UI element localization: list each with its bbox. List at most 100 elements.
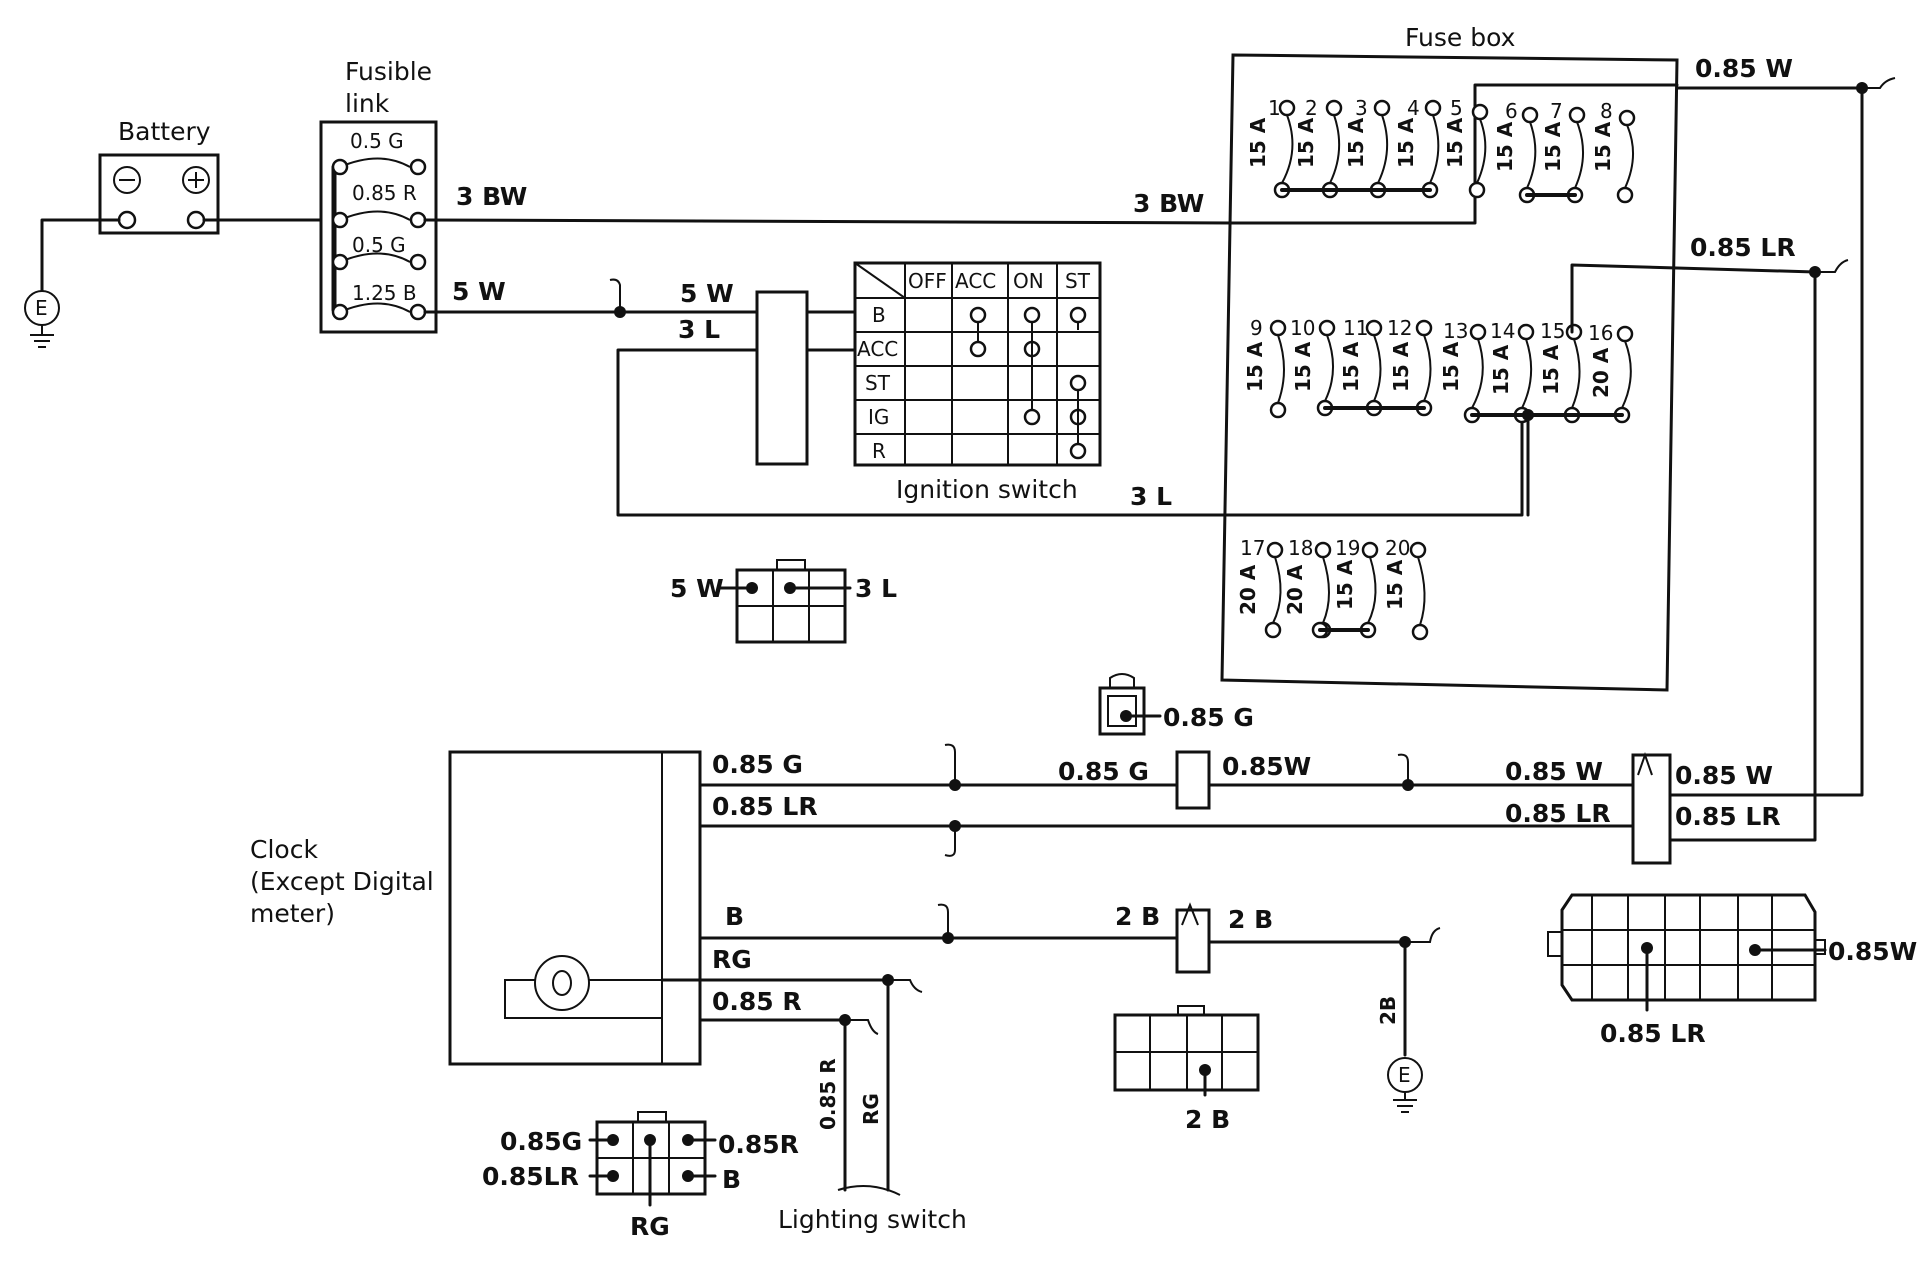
fuse-box-label: Fuse box <box>1405 23 1515 52</box>
fuse-6: 6 <box>1505 99 1518 123</box>
fuse-18-amp: 20 A <box>1283 564 1307 615</box>
fuse-15: 15 <box>1540 319 1565 343</box>
fuse-12: 12 <box>1387 316 1412 340</box>
wire-2b-right: 2 B <box>1228 905 1273 934</box>
wire-3l-label-1: 3 L <box>678 315 720 344</box>
fuse-9: 9 <box>1250 316 1263 340</box>
fusible-link-label-2: link <box>345 89 390 118</box>
wire-085lr-top: 0.85 LR <box>1690 233 1796 262</box>
fuse-17: 17 <box>1240 536 1265 560</box>
clock-conn-rg: RG <box>630 1212 670 1241</box>
clock-label-3: meter) <box>250 899 335 928</box>
fuse-20-amp: 15 A <box>1383 559 1407 610</box>
fusible-link-4: 1.25 B <box>352 281 417 305</box>
fuse-19-amp: 15 A <box>1333 559 1357 610</box>
ign-row-r: R <box>872 439 886 463</box>
clock-conn-085r: 0.85R <box>718 1130 799 1159</box>
wire-3l-label-2: 3 L <box>1130 482 1172 511</box>
ign-row-ig: IG <box>868 405 889 429</box>
ground-label-2: E <box>1398 1063 1411 1087</box>
wire-085lr-right2: 0.85 LR <box>1675 802 1781 831</box>
fuse-3-amp: 15 A <box>1344 117 1368 168</box>
fuse-17-amp: 20 A <box>1236 564 1260 615</box>
fuse-row-top: 1 2 3 4 5 6 7 8 15 A 15 A 15 A 15 A 15 A… <box>1246 96 1636 204</box>
fuse-16: 16 <box>1588 321 1613 345</box>
big-connector: 0.85 LR 0.85W <box>1547 893 1917 1048</box>
fuse-7-amp: 15 A <box>1541 121 1565 172</box>
ign-row-b: B <box>872 303 886 327</box>
ignition-connector: 5 W 3 L <box>670 559 897 644</box>
wire-3bw-label-1: 3 BW <box>456 182 527 211</box>
clock-conn-085g: 0.85G <box>500 1127 582 1156</box>
wire-085r-vert: 0.85 R <box>816 1058 840 1130</box>
ground-connector: 2 B <box>1113 1005 1260 1134</box>
fuse-14-amp: 15 A <box>1489 344 1513 395</box>
fuse-10: 10 <box>1290 316 1315 340</box>
fuse-12-amp: 15 A <box>1389 341 1413 392</box>
ign-row-st: ST <box>865 371 891 395</box>
clock-label-2: (Except Digital <box>250 867 434 896</box>
ignition-switch-label: Ignition switch <box>896 475 1078 504</box>
fusible-link-label-1: Fusible <box>345 57 432 86</box>
single-conn-label: 0.85 G <box>1163 703 1254 732</box>
fuse-18: 18 <box>1288 536 1313 560</box>
clock-wire-b: B <box>725 902 744 931</box>
wire-5w-label-1: 5 W <box>452 277 506 306</box>
ignition-switch: OFF ACC ON ST B ACC ST IG R Ignition swi… <box>853 261 1102 504</box>
fuse-16-amp: 20 A <box>1589 347 1613 398</box>
fuse-5-amp: 15 A <box>1443 117 1467 168</box>
fuse-15-amp: 15 A <box>1539 344 1563 395</box>
clock-conn-b: B <box>722 1165 741 1194</box>
clock-label-1: Clock <box>250 835 318 864</box>
ground-symbol-clock: E <box>1387 1057 1423 1113</box>
clock-wire-085r: 0.85 R <box>712 987 802 1016</box>
fuse-2-amp: 15 A <box>1294 117 1318 168</box>
fuse-20: 20 <box>1385 536 1410 560</box>
fuse-row-bottom: 17 18 19 20 20 A 20 A 15 A 15 A <box>1236 536 1429 641</box>
ign-row-acc: ACC <box>857 337 898 361</box>
ign-col-on: ON <box>1013 269 1044 293</box>
fuse-8: 8 <box>1600 99 1613 123</box>
ign-conn-3l: 3 L <box>855 574 897 603</box>
wire-rg-vert: RG <box>859 1093 883 1125</box>
ign-conn-5w: 5 W <box>670 574 724 603</box>
lighting-switch-label: Lighting switch <box>778 1205 967 1234</box>
fuse-7: 7 <box>1550 99 1563 123</box>
fusible-link: Fusible link 0.5 G 0.85 R 0.5 G 1.25 B <box>319 57 438 334</box>
wire-085g-mid: 0.85 G <box>1058 757 1149 786</box>
wire-085w-right2: 0.85 W <box>1675 761 1773 790</box>
fuse-1: 1 <box>1268 96 1281 120</box>
wire-085lr-right1: 0.85 LR <box>1505 799 1611 828</box>
big-conn-085w: 0.85W <box>1828 937 1917 966</box>
fuse-11: 11 <box>1343 316 1368 340</box>
fuse-1-amp: 15 A <box>1246 117 1270 168</box>
fuse-8-amp: 15 A <box>1591 121 1615 172</box>
fuse-4: 4 <box>1407 96 1420 120</box>
fuse-5: 5 <box>1450 96 1463 120</box>
clock-wire-085g: 0.85 G <box>712 750 803 779</box>
fuse-14: 14 <box>1490 319 1515 343</box>
fuse-9-amp: 15 A <box>1243 341 1267 392</box>
fuse-3: 3 <box>1355 96 1368 120</box>
fuse-box: Fuse box 1 2 3 4 5 6 7 8 15 A 15 A 15 A … <box>1220 23 1679 692</box>
fuse-10-amp: 15 A <box>1291 341 1315 392</box>
clock: Clock (Except Digital meter) <box>250 750 702 1066</box>
fuse-4-amp: 15 A <box>1394 117 1418 168</box>
ign-col-acc: ACC <box>955 269 996 293</box>
wire-5w-label-2: 5 W <box>680 279 734 308</box>
ground-symbol-battery: E <box>24 218 121 348</box>
ign-col-off: OFF <box>908 269 947 293</box>
fuse-2: 2 <box>1305 96 1318 120</box>
clock-wire-085lr: 0.85 LR <box>712 792 818 821</box>
fuse-19: 19 <box>1335 536 1360 560</box>
fuse-13: 13 <box>1443 319 1468 343</box>
wire-085w-top: 0.85 W <box>1695 54 1793 83</box>
fuse-11-amp: 15 A <box>1339 341 1363 392</box>
clock-connector: 0.85G 0.85R 0.85LR B RG <box>482 1111 799 1241</box>
fusible-link-1: 0.5 G <box>350 129 404 153</box>
ground-conn-label: 2 B <box>1185 1105 1230 1134</box>
battery: Battery <box>98 117 220 235</box>
connector-085g: 0.85 G <box>1098 673 1254 736</box>
wire-2b-left: 2 B <box>1115 902 1160 931</box>
